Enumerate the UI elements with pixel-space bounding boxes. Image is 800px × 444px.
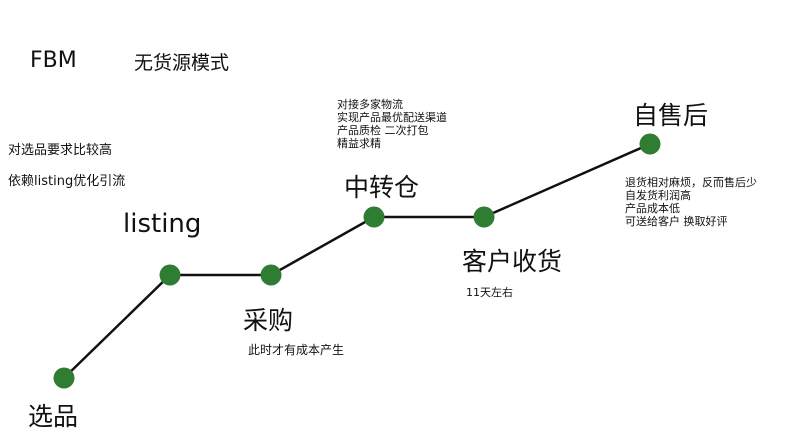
note-aftersale-line: 自发货利润高 <box>625 188 691 202</box>
note-transfer-line: 精益求精 <box>337 136 381 150</box>
node-select <box>53 367 75 389</box>
node-transfer <box>363 206 385 228</box>
note-selection-requirement: 对选品要求比较高 <box>8 143 113 158</box>
note-aftersale-line: 可送给客户 换取好评 <box>625 214 728 228</box>
note-purchase: 此时才有成本产生 <box>248 343 345 357</box>
node-listing <box>159 264 181 286</box>
step-label-purchase: 采购 <box>243 306 294 335</box>
step-label-aftersale: 自售后 <box>633 101 709 130</box>
note-aftersale: 退货相对麻烦，反而售后少 自发货利润高 产品成本低 可送给客户 换取好评 <box>625 176 757 229</box>
note-transfer-line: 实现产品最优配送渠道 <box>337 110 447 124</box>
node-aftersale <box>639 133 661 155</box>
node-receive <box>473 206 495 228</box>
step-label-listing: listing <box>123 209 202 239</box>
note-transfer: 对接多家物流 实现产品最优配送渠道 产品质检 二次打包 精益求精 <box>337 98 447 151</box>
title: FBM <box>30 48 77 73</box>
step-label-transfer: 中转仓 <box>344 173 420 202</box>
step-label-receive: 客户收货 <box>462 247 563 276</box>
note-transfer-line: 对接多家物流 <box>337 98 403 111</box>
note-transfer-line: 产品质检 二次打包 <box>337 123 429 137</box>
note-listing-dependency: 依赖listing优化引流 <box>8 174 126 189</box>
note-aftersale-line: 产品成本低 <box>625 201 680 215</box>
note-receive: 11天左右 <box>466 286 513 299</box>
subtitle: 无货源模式 <box>134 52 230 74</box>
note-aftersale-line: 退货相对麻烦，反而售后少 <box>625 176 757 189</box>
step-label-select: 选品 <box>28 402 79 431</box>
flow-line <box>63 142 651 379</box>
node-purchase <box>260 264 282 286</box>
